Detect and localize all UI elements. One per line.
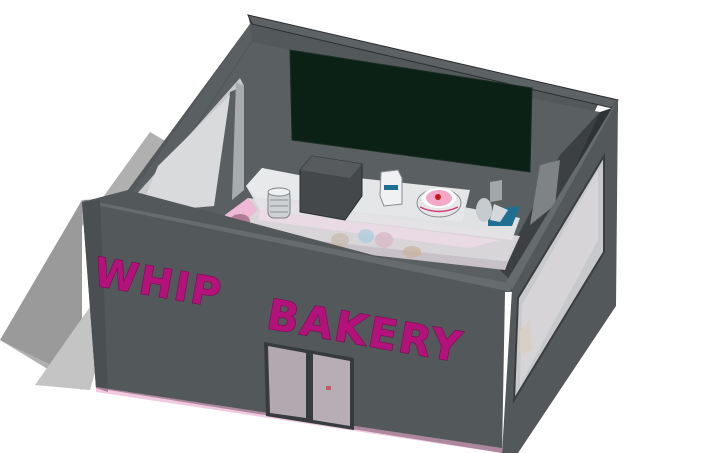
oven — [299, 155, 363, 221]
pastries — [331, 229, 421, 258]
mixer — [476, 180, 520, 226]
right-wall — [502, 100, 618, 453]
door-handle[interactable] — [326, 386, 331, 390]
strawberry-cake — [416, 188, 462, 218]
milk-carton — [379, 169, 403, 207]
jar — [267, 187, 291, 219]
left-window — [130, 24, 252, 212]
menu-chalkboard — [289, 49, 533, 173]
front-door[interactable] — [264, 342, 354, 430]
